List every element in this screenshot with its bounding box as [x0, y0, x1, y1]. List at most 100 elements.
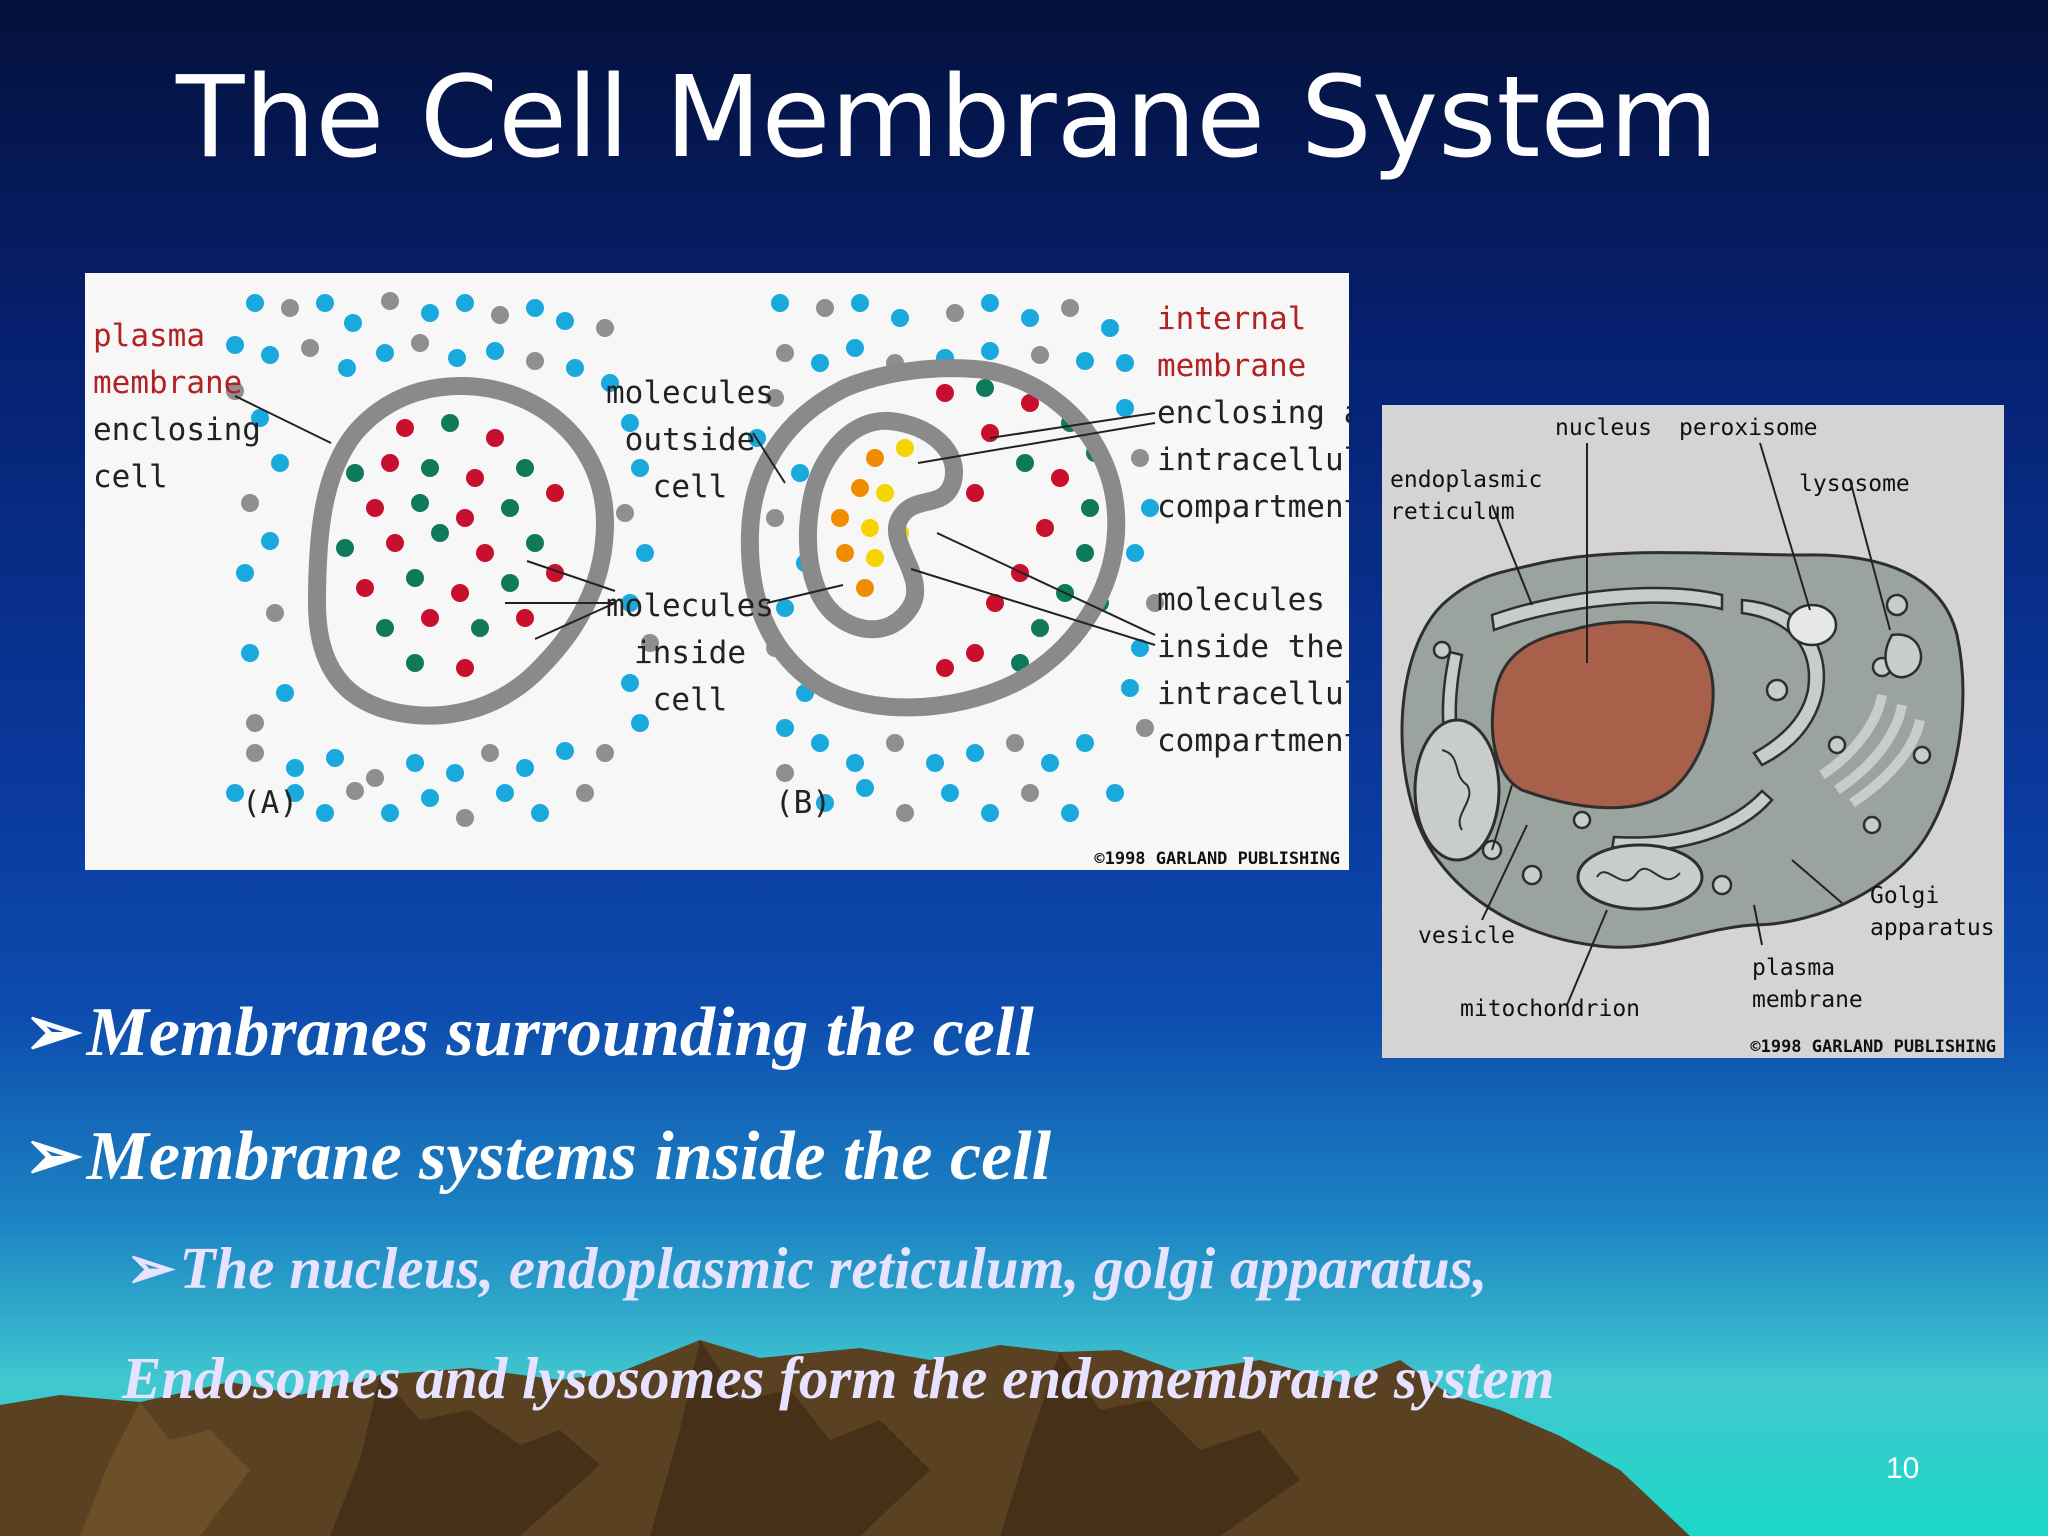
leader-lines — [1481, 442, 1891, 1006]
molecule-dot — [471, 619, 489, 637]
slide-title: The Cell Membrane System — [176, 53, 1719, 183]
internal-membrane-label: internal — [1157, 301, 1306, 337]
molecule-dot — [636, 544, 654, 562]
molecule-dot — [421, 609, 439, 627]
enclosing-cell-label: enclosing — [93, 412, 261, 448]
molecule-dot — [556, 312, 574, 330]
molecule-dot — [621, 674, 639, 692]
mountain-shadow — [330, 1375, 600, 1536]
copyright-text: ©1998 GARLAND PUBLISHING — [1094, 849, 1340, 869]
molecule-dot — [976, 379, 994, 397]
molecule-dot — [376, 619, 394, 637]
molecule-dot — [261, 346, 279, 364]
molecule-dot — [476, 544, 494, 562]
molecule-dot — [481, 744, 499, 762]
molecule-dot — [1076, 352, 1094, 370]
molecule-dot — [486, 429, 504, 447]
vesicle-label: vesicle — [1418, 923, 1515, 949]
molecule-dot — [456, 659, 474, 677]
molecule-dot — [246, 744, 264, 762]
molecule-dot — [366, 499, 384, 517]
molecule-dot — [1106, 784, 1124, 802]
molecule-dot — [866, 549, 884, 567]
molecule-dot — [936, 659, 954, 677]
molecule-dot — [866, 449, 884, 467]
molecule-dot — [1031, 346, 1049, 364]
molecule-dot — [281, 299, 299, 317]
molecule-dot — [266, 604, 284, 622]
sub-bullet-text: The nucleus, endoplasmic reticulum, golg… — [179, 1235, 1488, 1301]
molecule-dot — [846, 754, 864, 772]
molecule-dot — [431, 524, 449, 542]
bullet-item: ➢Membrane systems inside the cell — [24, 1114, 1051, 1200]
molecule-dot — [226, 784, 244, 802]
mitochondria — [1413, 718, 1704, 911]
molecule-dot — [286, 784, 304, 802]
molecule-dot — [346, 464, 364, 482]
internal-membrane — [798, 411, 963, 639]
molecule-dot — [421, 789, 439, 807]
panel-b-letter: (B) — [775, 785, 831, 821]
bullet-text: Membrane systems inside the cell — [86, 1118, 1052, 1195]
compartment-molecules-label: compartment — [1157, 723, 1349, 759]
molecule-dot — [1011, 564, 1029, 582]
molecule-dot — [381, 454, 399, 472]
bullet-arrow-icon: ➢ — [24, 1118, 83, 1195]
molecule-dot — [981, 804, 999, 822]
molecule-dot — [851, 294, 869, 312]
compartment-molecules-label: molecules — [1157, 582, 1325, 618]
er-label: reticulum — [1390, 499, 1515, 525]
molecule-dot — [546, 484, 564, 502]
molecule-dot — [1051, 469, 1069, 487]
molecule-dot — [326, 749, 344, 767]
molecule-dot — [366, 769, 384, 787]
molecule-dot — [276, 684, 294, 702]
molecule-dot — [1041, 754, 1059, 772]
plasma-membrane-label: plasma — [93, 318, 205, 354]
molecule-dot — [236, 564, 254, 582]
molecule-dot — [896, 804, 914, 822]
bullet-text: Membranes surrounding the cell — [86, 994, 1034, 1071]
vesicles — [1432, 593, 1932, 896]
molecule-dot — [356, 579, 374, 597]
molecule-dot — [1131, 449, 1149, 467]
molecule-dot — [456, 509, 474, 527]
molecule-dot — [1061, 804, 1079, 822]
golgi-apparatus — [1819, 693, 1925, 808]
molecule-dot — [301, 339, 319, 357]
molecule-dot — [936, 384, 954, 402]
molecule-dot — [631, 459, 649, 477]
molecules-outside-label: outside — [625, 422, 756, 458]
molecule-dot — [241, 644, 259, 662]
molecule-dot — [448, 349, 466, 367]
compartment-molecules-label: intracellular — [1157, 676, 1349, 712]
molecule-dot — [456, 294, 474, 312]
molecule-dot — [1036, 519, 1054, 537]
molecule-dot — [496, 784, 514, 802]
molecule-dot — [1076, 544, 1094, 562]
molecule-dot — [1101, 319, 1119, 337]
molecule-dot — [406, 569, 424, 587]
molecule-dot — [836, 544, 854, 562]
molecule-dot — [381, 292, 399, 310]
molecules-outside-label: cell — [653, 469, 728, 505]
molecule-dot — [861, 519, 879, 537]
molecule-dot — [226, 382, 244, 400]
enclosing-cell-label: cell — [93, 459, 168, 495]
molecule-dot — [466, 469, 484, 487]
molecule-dot — [631, 714, 649, 732]
molecule-dot — [1146, 594, 1164, 612]
molecule-dot — [451, 584, 469, 602]
molecule-dot — [226, 336, 244, 354]
molecule-dot — [1121, 679, 1139, 697]
molecule-dot — [816, 299, 834, 317]
molecule-dot — [966, 744, 984, 762]
molecule-dot — [981, 294, 999, 312]
molecule-dot — [766, 509, 784, 527]
cell-organelles-diagram: nucleus peroxisome lysosome endoplasmic … — [1390, 415, 1996, 1057]
molecule-dot — [501, 499, 519, 517]
molecule-dot — [566, 359, 584, 377]
molecules-inside-label: molecules — [606, 588, 774, 624]
molecule-dot — [344, 314, 362, 332]
molecule-dot — [376, 344, 394, 362]
